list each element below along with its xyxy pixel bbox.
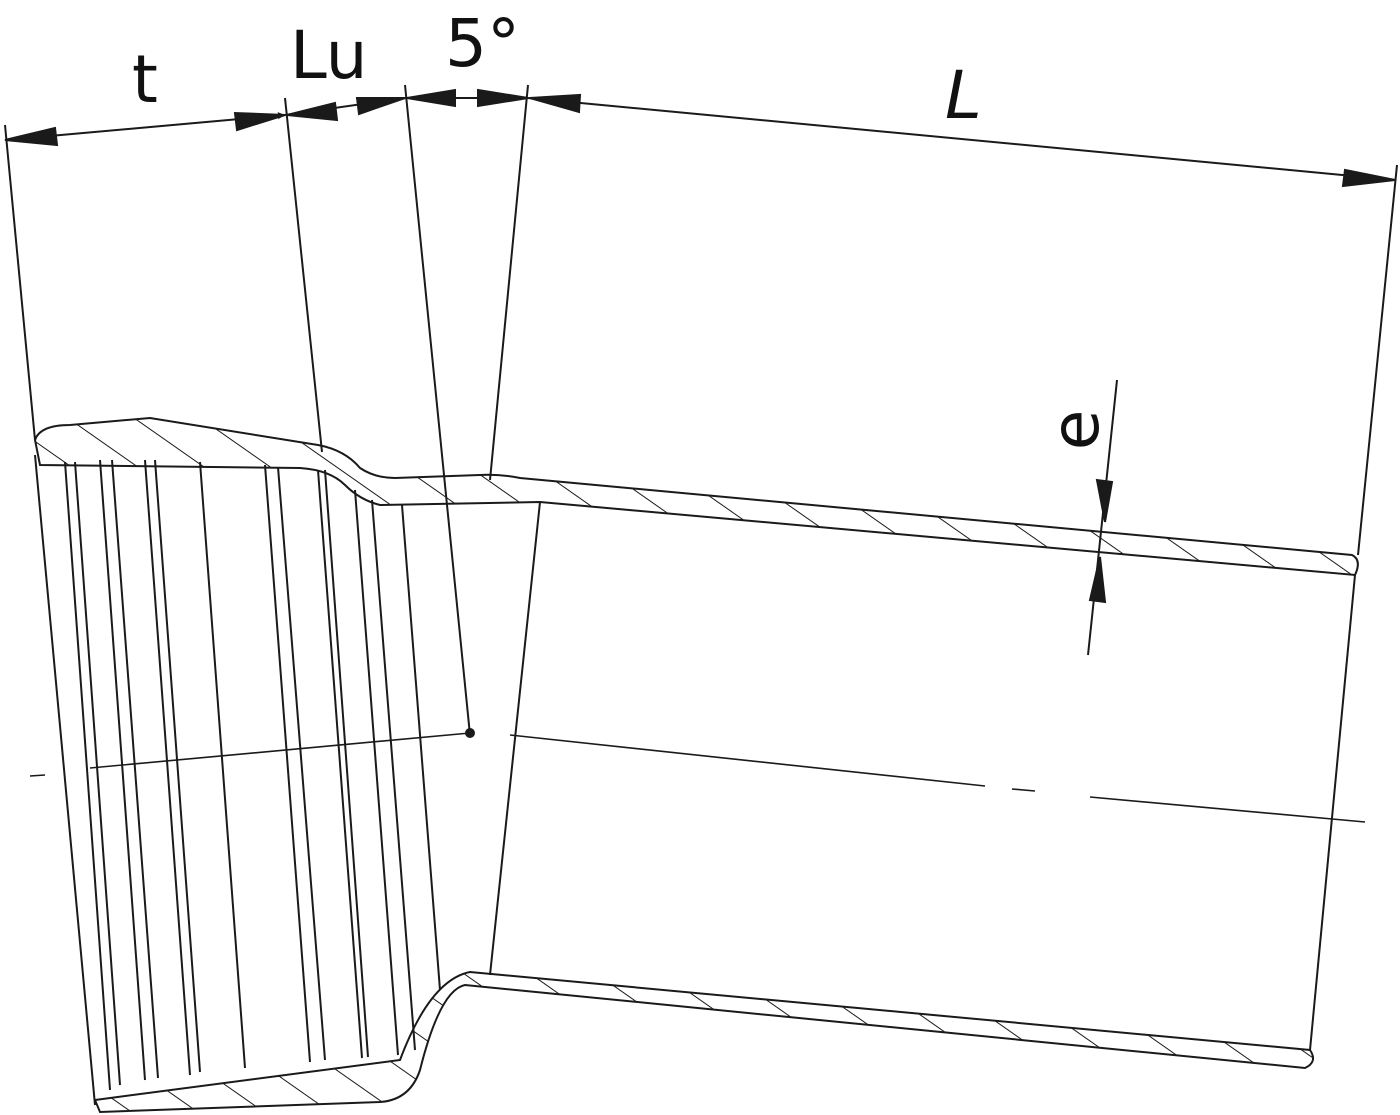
label-t: t [132,41,158,118]
extension-line-angle [489,84,529,481]
extension-line-t [284,97,323,453]
pipe-end-right [1309,574,1356,1051]
socket-left-edge [34,454,96,1106]
dim-arrow-lu-left [286,101,339,122]
dim-arrow-t-right [233,111,286,132]
dim-arrow-t-left [4,126,59,147]
bend-center-point [465,728,475,738]
dim-arrow-L-left [529,93,582,114]
pipe-wall-bottom [93,970,1315,1114]
label-e: e [1037,410,1114,451]
socket-threads [64,459,441,1091]
extension-line-right [1357,164,1398,556]
dim-arrow-e-bottom [1088,556,1107,604]
centerline [29,732,1366,823]
dim-arrow-angle-right [477,88,529,108]
label-angle: 5° [445,5,520,82]
pipe-wall-top [33,416,1359,577]
label-L: L [945,57,982,134]
dim-arrow-lu-right [355,97,406,116]
extension-line-lu [404,84,471,736]
dim-arrow-L-right [1341,168,1396,188]
label-lu: Lu [290,17,367,94]
pipe-bend-plane [489,501,541,976]
dim-arrow-e-top [1095,478,1114,523]
dim-line-L [527,97,1396,181]
dim-line-e [1087,379,1118,656]
extension-line-left [4,124,36,441]
dim-arrow-angle-left [406,88,456,108]
